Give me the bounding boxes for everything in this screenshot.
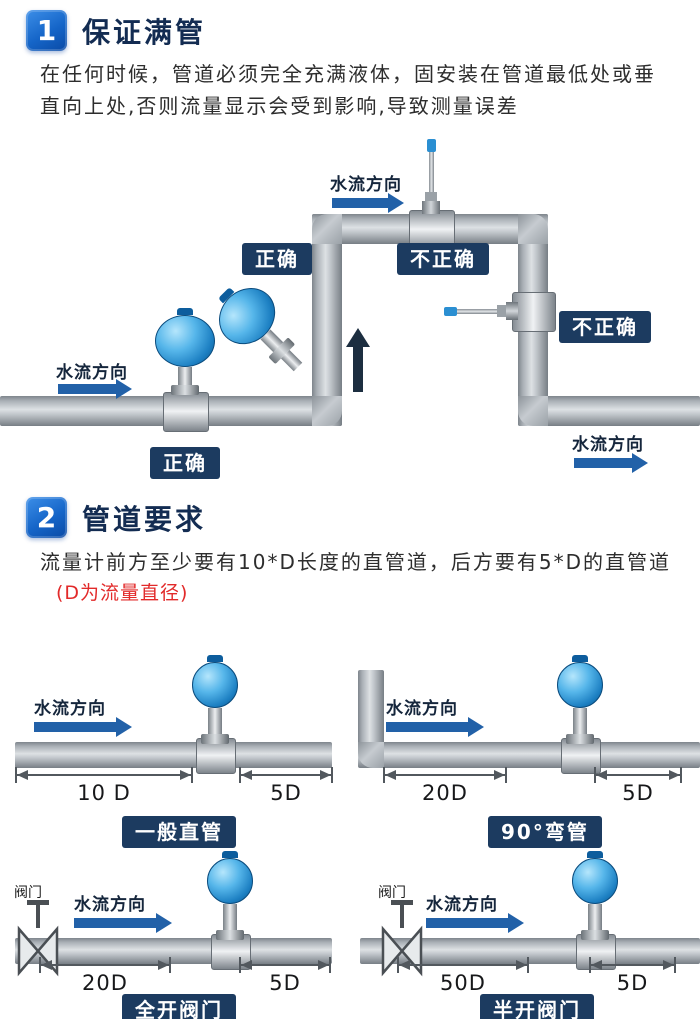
- pipe: [358, 742, 700, 768]
- flow-direction-arrow-icon: [386, 717, 484, 737]
- pipe-fitting: [196, 738, 236, 774]
- valve-label: 阀门: [378, 885, 406, 901]
- diagram-half-open-valve: 阀门 水流方向 50D 5D 半开阀门: [350, 848, 700, 1019]
- insertion-sensor-horizontal-icon: [444, 302, 518, 320]
- pipe: [15, 938, 332, 964]
- caption-badge: 90°弯管: [488, 816, 602, 848]
- flow-direction-label: 水流方向: [572, 435, 644, 455]
- caption-badge: 半开阀门: [480, 994, 594, 1019]
- incorrect-badge: 不正确: [559, 311, 651, 343]
- valve-icon: [380, 900, 424, 982]
- section2-header: 2 管道要求: [26, 497, 206, 538]
- pipe-bottom-right: [518, 396, 700, 426]
- section2-desc: 流量计前方至少要有10*D长度的直管道，后方要有5*D的直管道: [40, 550, 671, 574]
- pipe-elbow: [518, 396, 548, 426]
- dimension-upstream: 10 D: [15, 767, 193, 805]
- pipe-riser-left: [312, 214, 342, 426]
- flowmeter-icon: [563, 851, 627, 940]
- flowmeter-angled-icon: [201, 270, 321, 390]
- dimension-downstream: 5D: [239, 767, 333, 805]
- valve-icon: [16, 900, 60, 982]
- flow-up-arrow-icon: [346, 328, 370, 392]
- section1-desc-line2: 直向上处,否则流量显示会受到影响,导致测量误差: [40, 94, 519, 118]
- pipe-elbow: [312, 214, 342, 244]
- pipe-elbow: [518, 214, 548, 244]
- flow-direction-label: 水流方向: [426, 895, 498, 915]
- diagram-90-degree-bend: 水流方向 20D 5D 90°弯管: [350, 640, 700, 852]
- flow-direction-arrow-icon: [34, 717, 132, 737]
- valve-label: 阀门: [14, 885, 42, 901]
- flowmeter-icon: [153, 308, 217, 395]
- flow-direction-arrow-icon: [74, 913, 172, 933]
- dimension-upstream: 50D: [397, 957, 529, 995]
- dimension-downstream: 5D: [239, 957, 331, 995]
- section1-desc-line1: 在任何时候，管道必须完全充满液体，固安装在管道最低处或垂: [40, 62, 656, 86]
- dimension-downstream: 5D: [594, 767, 682, 805]
- full-pipe-installation-diagram: 水流方向 水流方向 水流方向 正确 不正确 不正确 正确: [0, 130, 700, 492]
- flow-direction-arrow-icon: [332, 193, 404, 213]
- pipe-elbow: [358, 742, 384, 768]
- section2-number-badge: 2: [26, 497, 67, 538]
- correct-badge: 正确: [242, 243, 312, 275]
- pipe-vertical: [358, 670, 384, 746]
- flowmeter-icon: [183, 655, 247, 744]
- flow-direction-label: 水流方向: [386, 699, 458, 719]
- insertion-sensor-vertical-icon: [420, 139, 442, 214]
- flow-direction-arrow-icon: [58, 379, 132, 399]
- diagram-fully-open-valve: 阀门 水流方向 20D 5D 全开阀门: [0, 848, 350, 1019]
- incorrect-badge: 不正确: [397, 243, 489, 275]
- flowmeter-icon: [198, 851, 262, 940]
- pipe-fitting: [512, 292, 556, 332]
- caption-badge: 一般直管: [122, 816, 236, 848]
- pipe: [15, 742, 332, 768]
- pipe-elbow: [312, 396, 342, 426]
- diagram-general-straight-pipe: 水流方向 10 D 5D 一般直管: [0, 640, 350, 852]
- flow-direction-label: 水流方向: [56, 363, 128, 383]
- dimension-upstream: 20D: [383, 767, 507, 805]
- dimension-upstream: 20D: [39, 957, 171, 995]
- section1-header: 1 保证满管: [26, 10, 206, 51]
- flow-direction-arrow-icon: [426, 913, 524, 933]
- correct-badge: 正确: [150, 447, 220, 479]
- section2-note: (D为流量直径): [56, 582, 189, 604]
- flowmeter-icon: [548, 655, 612, 744]
- flow-direction-label: 水流方向: [330, 175, 402, 195]
- dimension-downstream: 5D: [589, 957, 676, 995]
- section1-number-badge: 1: [26, 10, 67, 51]
- flow-direction-label: 水流方向: [74, 895, 146, 915]
- section2-title: 管道要求: [82, 502, 207, 536]
- flow-direction-arrow-icon: [574, 453, 648, 473]
- section1-title: 保证满管: [82, 15, 207, 49]
- flow-direction-label: 水流方向: [34, 699, 106, 719]
- caption-badge: 全开阀门: [122, 994, 236, 1019]
- pipe-fitting: [163, 392, 209, 432]
